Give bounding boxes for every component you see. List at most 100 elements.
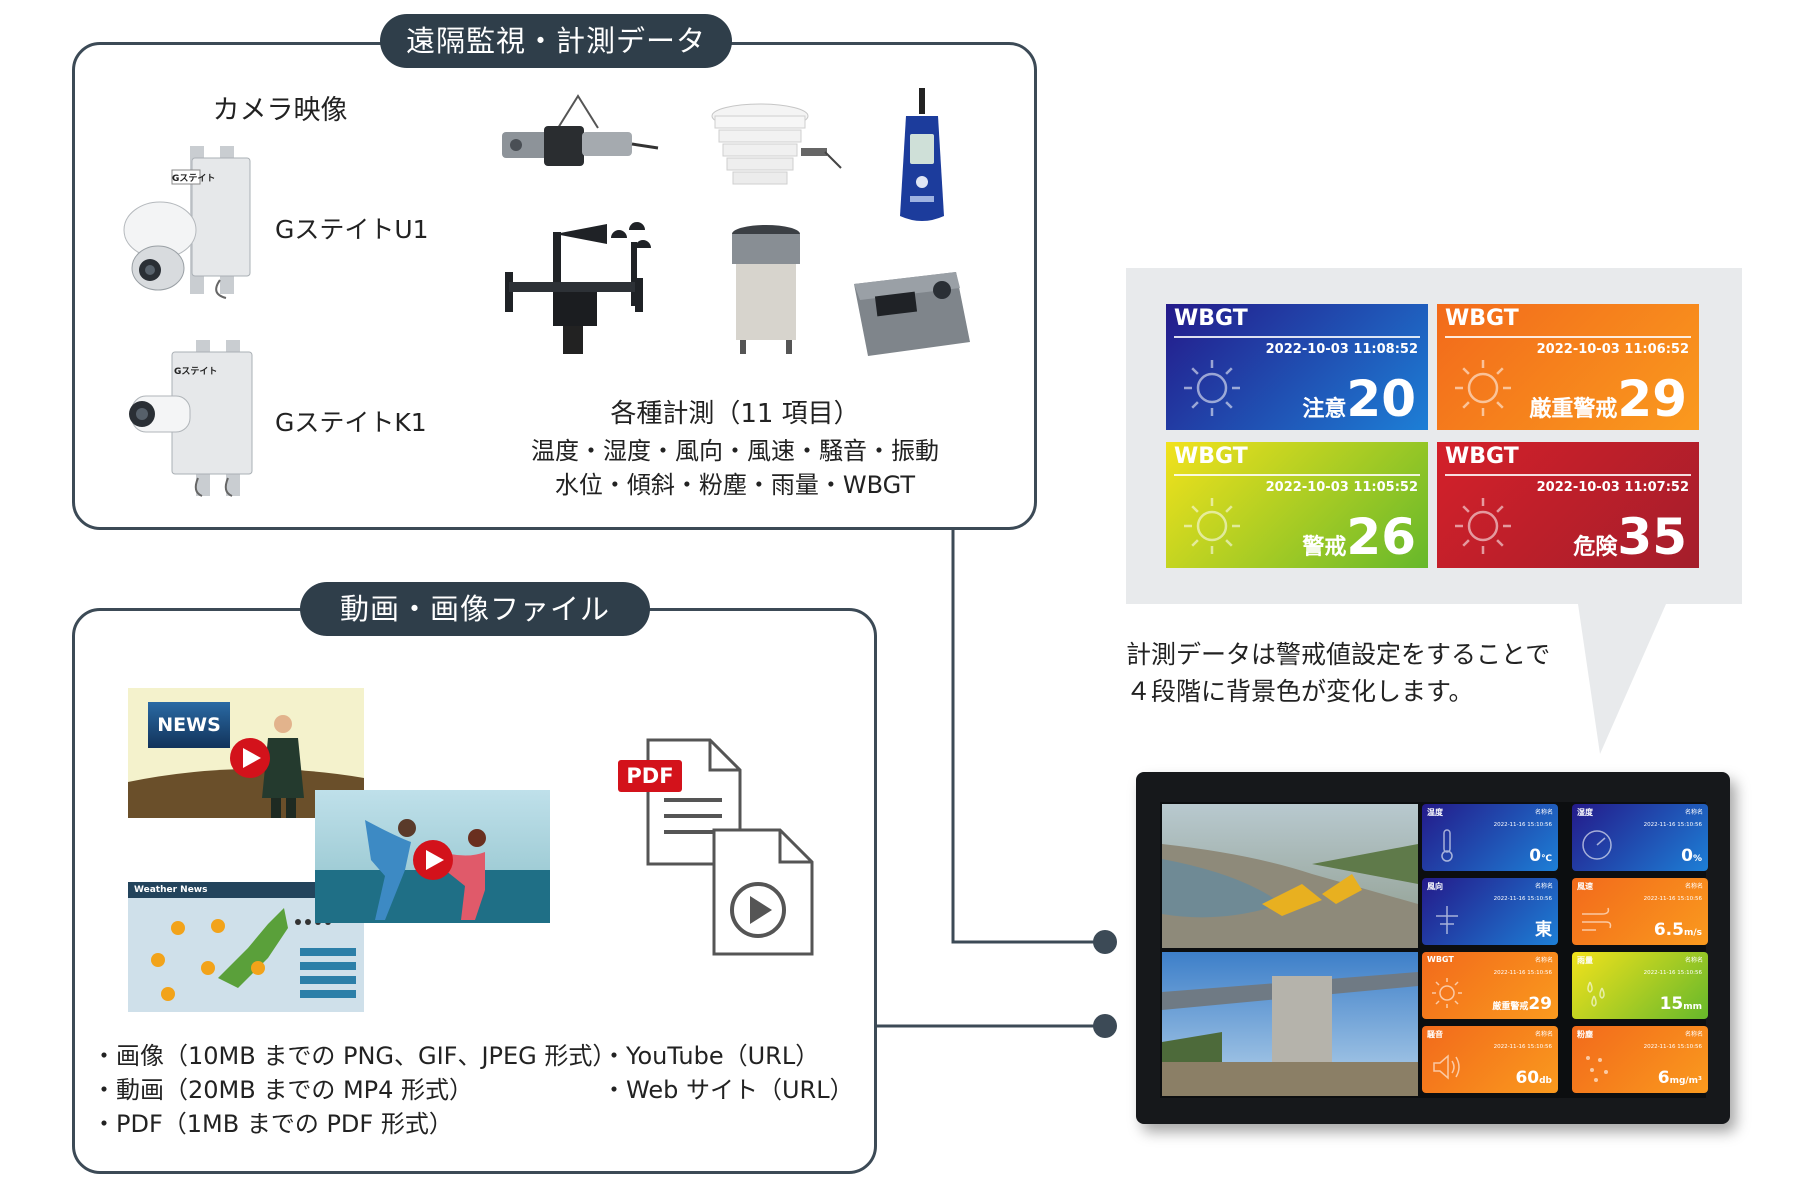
monitor-tile-unit: %	[1692, 854, 1702, 864]
monitor-tile-unit: mg/m³	[1669, 1076, 1702, 1086]
sun-icon	[1432, 978, 1462, 1008]
weather-news-header: Weather News	[128, 882, 364, 898]
monitor-tile-reading: 0%	[1681, 846, 1702, 866]
gauge-icon	[1582, 830, 1612, 860]
monitor-tile-reading: 厳重警戒29	[1492, 994, 1552, 1014]
monitor-tile-unit: m/s	[1683, 928, 1702, 938]
remote-monitoring-title: 遠隔監視・計測データ	[380, 14, 732, 68]
wbgt-card: WBGT 2022-10-03 11:06:52 厳重警戒29	[1437, 304, 1699, 430]
monitor-tile-unit: ℃	[1541, 854, 1552, 864]
monitor-tile-name: 名称名	[1684, 957, 1703, 964]
monitor-tile-reading: 0℃	[1529, 846, 1552, 866]
wbgt-card-value: 35	[1617, 508, 1687, 566]
monitor-tile-date: 2022-11-16 15:10:56	[1643, 970, 1702, 976]
temp-humidity-sensor-image	[705, 98, 845, 198]
monitor-tile-value: 東	[1535, 920, 1552, 940]
rain-gauge-image	[726, 222, 806, 357]
sound-level-meter-image	[892, 86, 952, 226]
wbgt-card-value: 20	[1346, 370, 1416, 428]
monitor-tile-value: 0	[1681, 846, 1693, 866]
caption-line2: ４段階に背景色が変化します。	[1126, 677, 1474, 706]
monitor-tile-value: 29	[1528, 994, 1552, 1014]
wbgt-card-title: WBGT	[1174, 306, 1248, 331]
monitor-tile: 雨量 名称名 2022-11-16 15:10:56 15mm	[1572, 952, 1708, 1019]
media-bullet-pdf: ・PDF（1MB までの PDF 形式）	[92, 1110, 453, 1138]
wbgt-card-timestamp: 2022-10-03 11:06:52	[1536, 342, 1689, 357]
monitor-tile-unit: db	[1539, 1076, 1552, 1086]
monitor-tile-name: 名称名	[1684, 883, 1703, 890]
monitor-tile-title: 風速	[1577, 882, 1593, 891]
measure-items-line1: 温度・湿度・風向・風速・騒音・振動	[531, 437, 939, 465]
camera-feed-bottom	[1162, 952, 1418, 1096]
monitor-tile-title: 風向	[1427, 882, 1443, 891]
monitor-tile-date: 2022-11-16 15:10:56	[1643, 822, 1702, 828]
monitor-tile-value: 15	[1659, 994, 1684, 1014]
media-bullet-video: ・動画（20MB までの MP4 形式）	[92, 1076, 474, 1104]
wbgt-card-level: 厳重警戒	[1529, 397, 1618, 422]
video-file-icon	[710, 828, 815, 958]
wbgt-card-reading: 厳重警戒29	[1529, 374, 1687, 424]
wbgt-card-divider	[1445, 474, 1691, 476]
dust-meter-image	[850, 254, 975, 364]
wbgt-card-title: WBGT	[1445, 444, 1519, 469]
wbgt-card-level: 危険	[1573, 535, 1618, 560]
wbgt-card-value: 29	[1617, 370, 1687, 428]
water-level-sensor-image	[498, 92, 663, 182]
caption-line1: 計測データは警戒値設定をすることで	[1126, 640, 1551, 669]
camera-feed-top	[1162, 804, 1418, 948]
media-files-title: 動画・画像ファイル	[300, 582, 650, 636]
monitor-tile-title: 湿度	[1577, 808, 1593, 817]
rain-icon	[1587, 981, 1605, 1007]
wbgt-card-divider	[1174, 336, 1420, 338]
speaker-icon	[1433, 1054, 1460, 1080]
wbgt-card-divider	[1174, 474, 1420, 476]
wbgt-card-title: WBGT	[1174, 444, 1248, 469]
monitor-tile-reading: 6.5m/s	[1654, 920, 1702, 940]
camera-k1-label: GステイトK1	[275, 408, 427, 437]
pdf-file-icon: PDF	[618, 738, 743, 868]
monitor-tile-title: 雨量	[1577, 956, 1593, 965]
camera-heading: カメラ映像	[212, 95, 348, 126]
wbgt-card-reading: 警戒26	[1302, 512, 1416, 562]
camera-u1-tag: Gステイト	[172, 174, 216, 184]
monitor-tile-level: 厳重警戒	[1492, 1002, 1529, 1012]
monitor-tile-title: 温度	[1427, 808, 1443, 817]
sun-icon	[1180, 494, 1244, 558]
camera-u1-label: GステイトU1	[275, 215, 429, 244]
monitor-tile-title: 粉塵	[1577, 1030, 1593, 1039]
wbgt-card-value: 26	[1346, 508, 1416, 566]
monitor-tile-date: 2022-11-16 15:10:56	[1493, 822, 1552, 828]
monitor-tile-unit: mm	[1683, 1002, 1702, 1012]
wbgt-card-reading: 注意20	[1302, 374, 1416, 424]
monitor-tile-reading: 15mm	[1660, 994, 1702, 1014]
sun-icon	[1451, 494, 1515, 558]
media-bullet-image: ・画像（10MB までの PNG、GIF、JPEG 形式）	[92, 1042, 617, 1070]
monitor-tile-reading: 6mg/m³	[1658, 1068, 1702, 1088]
wbgt-card: WBGT 2022-10-03 11:08:52 注意20	[1166, 304, 1428, 430]
monitor-tile-reading: 東	[1535, 915, 1552, 940]
wbgt-card-timestamp: 2022-10-03 11:07:52	[1536, 480, 1689, 495]
sun-icon	[1451, 356, 1515, 420]
wbgt-card-timestamp: 2022-10-03 11:08:52	[1265, 342, 1418, 357]
wbgt-card-level: 注意	[1302, 397, 1347, 422]
wbgt-card-title: WBGT	[1445, 306, 1519, 331]
monitor-tile-date: 2022-11-16 15:10:56	[1493, 896, 1552, 902]
monitor-tile-value: 60	[1515, 1068, 1540, 1088]
monitor-tile-value: 6.5	[1653, 920, 1684, 940]
weathervane-icon	[1436, 906, 1458, 934]
news-badge: NEWS	[148, 702, 230, 748]
monitor-tile-name: 名称名	[1534, 957, 1553, 964]
monitor-tile-date: 2022-11-16 15:10:56	[1643, 896, 1702, 902]
monitor-tile-name: 名称名	[1684, 1031, 1703, 1038]
monitor-tile-value: 0	[1529, 846, 1542, 866]
monitor-tile-date: 2022-11-16 15:10:56	[1493, 970, 1552, 976]
wbgt-card-level: 警戒	[1302, 535, 1347, 560]
dust-icon	[1586, 1056, 1608, 1082]
monitor-tile-name: 名称名	[1534, 809, 1553, 816]
exercise-video-thumbnail	[315, 790, 550, 923]
